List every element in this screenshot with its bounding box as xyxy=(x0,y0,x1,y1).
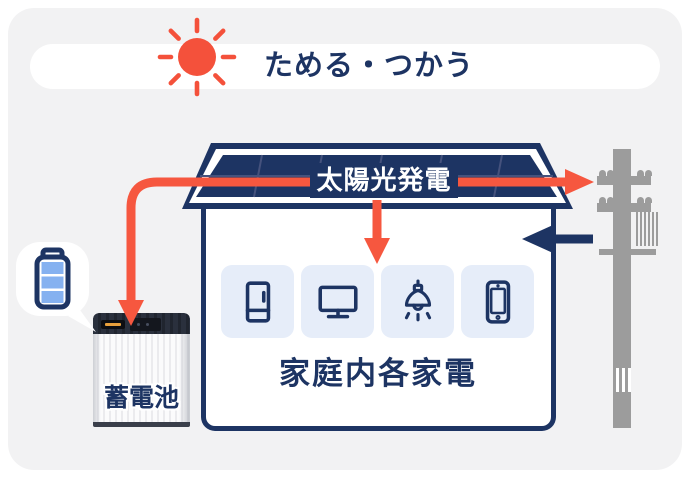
page-title: ためる・つかう xyxy=(264,50,475,82)
appliance-tile-tv xyxy=(301,265,374,338)
insulator xyxy=(645,170,652,176)
title-banner xyxy=(30,44,660,89)
pole-crossarm-bottom xyxy=(599,249,656,255)
pendant-light-icon xyxy=(404,279,431,321)
pole-stripe xyxy=(622,368,625,392)
appliance-tile-smartphone xyxy=(461,265,534,338)
battery-display xyxy=(130,318,161,331)
battery-base xyxy=(93,422,190,427)
storage-battery-unit xyxy=(93,313,190,427)
battery-indicator-light xyxy=(105,323,121,326)
pole-stripe xyxy=(616,368,619,392)
smartphone-icon xyxy=(485,279,510,324)
insulator xyxy=(607,170,614,176)
insulator xyxy=(599,170,606,176)
home-appliances-label: 家庭内各家電 xyxy=(279,356,477,391)
display-dot xyxy=(146,323,149,326)
transformer xyxy=(636,212,659,246)
insulator xyxy=(637,170,644,176)
display-dot xyxy=(137,323,140,326)
insulator xyxy=(599,197,606,203)
battery-casing-shading xyxy=(93,334,190,427)
appliance-tile-refrigerator xyxy=(221,265,294,338)
pole-crossarm-top xyxy=(597,176,651,185)
solar-power-label: 太陽光発電 xyxy=(310,163,458,198)
battery-indicator xyxy=(101,320,125,329)
insulator xyxy=(607,197,614,203)
pole-stripe xyxy=(628,368,631,392)
battery-label: 蓄電池 xyxy=(103,384,179,412)
refrigerator-icon xyxy=(245,280,270,323)
sun-icon xyxy=(157,17,237,97)
insulator xyxy=(645,197,652,203)
pole-trunk xyxy=(613,149,631,428)
pole-crossarm-middle xyxy=(597,203,651,212)
appliance-tile-pendant-light xyxy=(381,265,454,338)
battery-control-panel xyxy=(93,313,190,334)
tv-icon xyxy=(317,285,358,318)
insulator xyxy=(637,197,644,203)
